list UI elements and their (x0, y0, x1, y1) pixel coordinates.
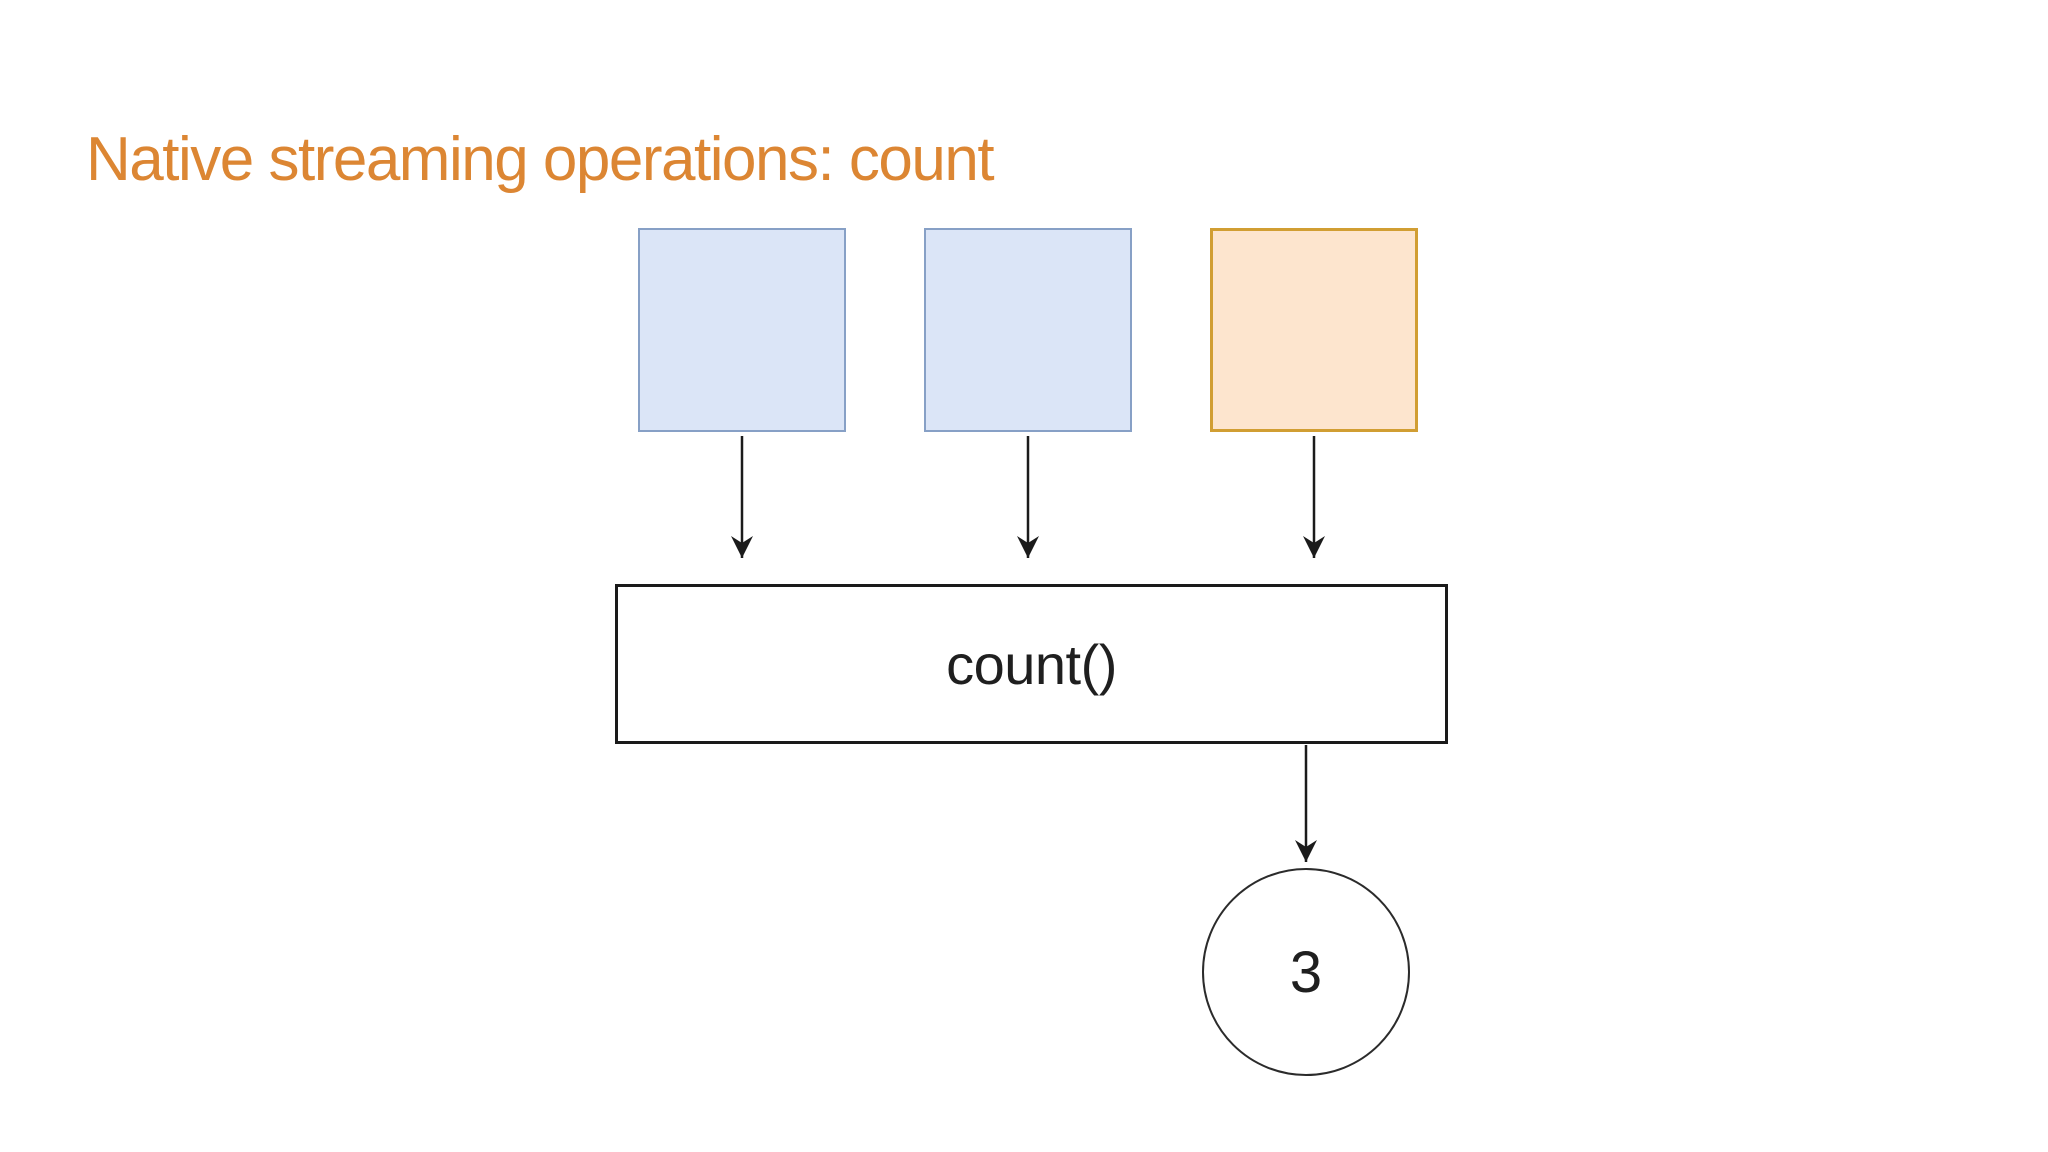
slide-title: Native streaming operations: count (86, 125, 995, 194)
count-operator-box: count() (615, 584, 1448, 744)
stream-items-row (638, 228, 1418, 432)
result-circle: 3 (1202, 868, 1410, 1076)
stream-item-3 (1210, 228, 1418, 432)
count-operator-label: count() (946, 632, 1117, 696)
stream-item-2 (924, 228, 1132, 432)
stream-item-1 (638, 228, 846, 432)
result-value: 3 (1289, 939, 1323, 1005)
